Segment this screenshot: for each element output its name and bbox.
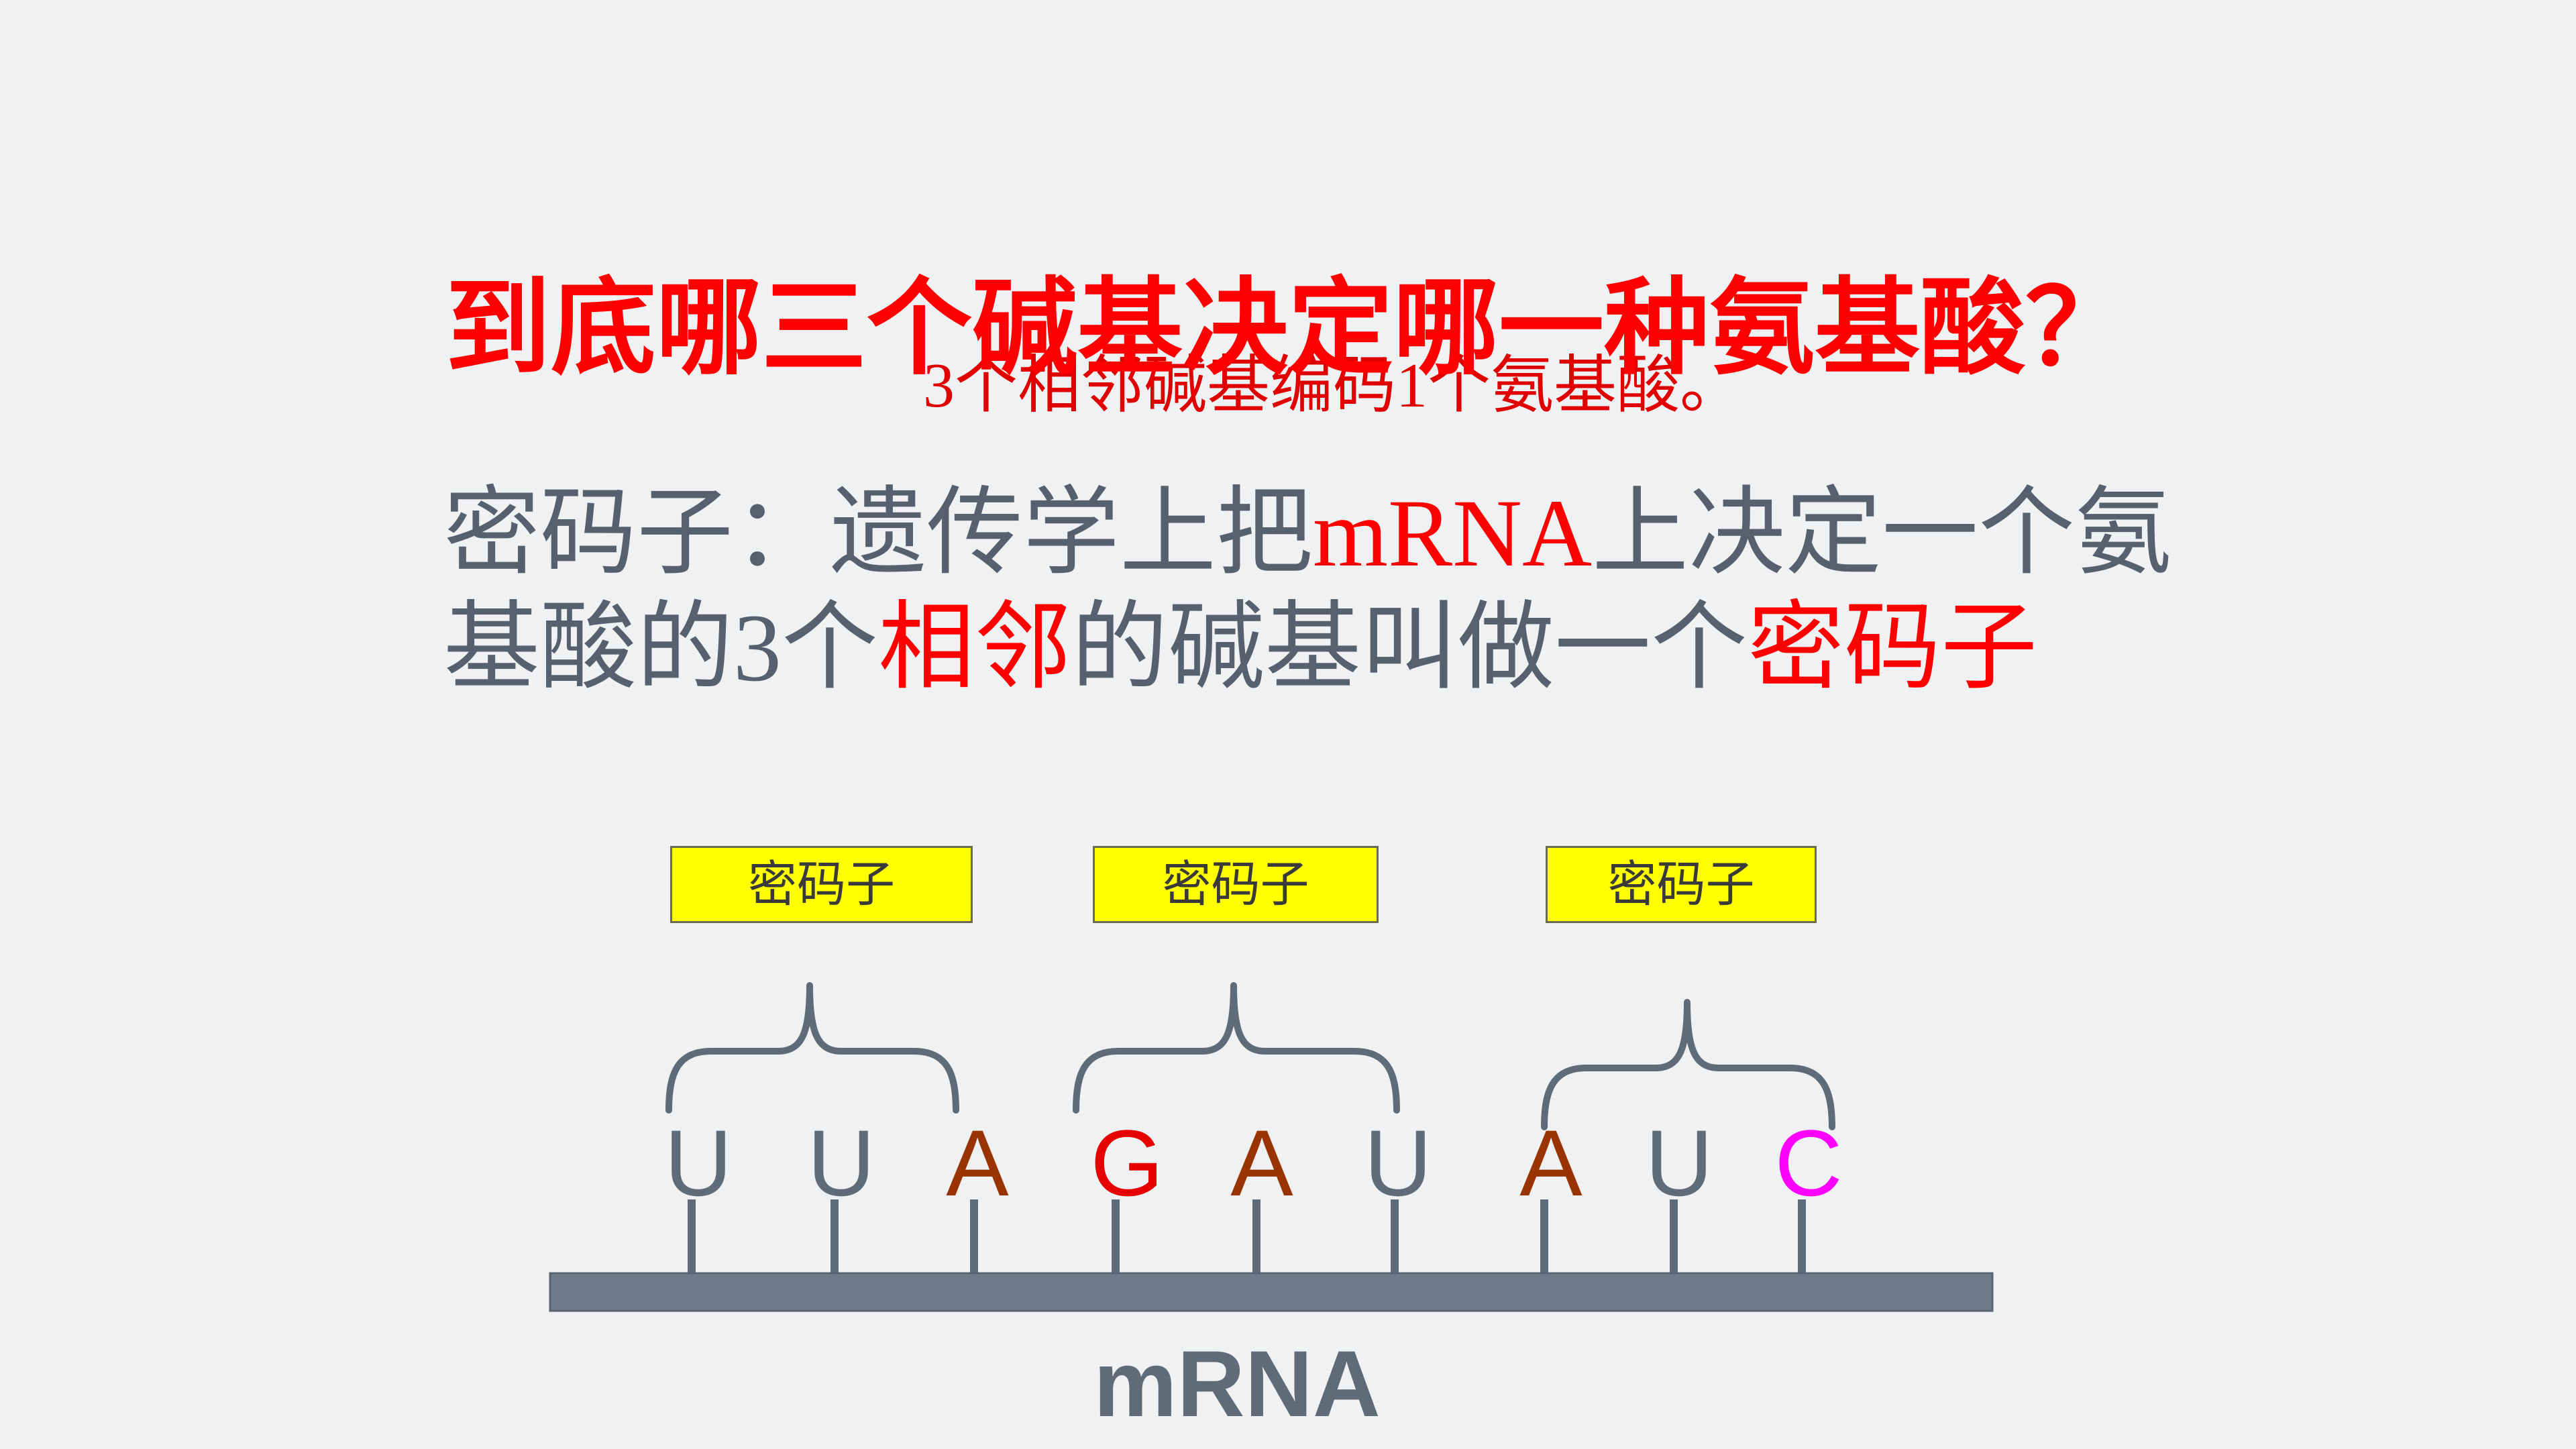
base-letter: A [946, 1110, 1009, 1216]
codon-label-box-2: 密码子 [1093, 846, 1379, 923]
base-letter: U [1364, 1110, 1432, 1216]
base-letter: C [1774, 1110, 1843, 1216]
base-letter: G [1090, 1110, 1164, 1216]
definition-highlight-codon: 密码子 [1748, 595, 2038, 702]
codon-brace-2 [1073, 982, 1400, 1114]
codon-label-box-1: 密码子 [670, 846, 973, 923]
base-letter: U [1645, 1110, 1713, 1216]
definition-text: 上决定一个氨 [1592, 480, 2172, 587]
definition-text: 密码子：遗传学上把 [443, 480, 1313, 587]
codon-label-box-3: 密码子 [1546, 846, 1817, 923]
codon-brace-3 [1541, 999, 1835, 1130]
definition-highlight-adjacent: 相邻 [878, 595, 1072, 702]
mrna-strand-bar [549, 1272, 1994, 1312]
base-letter: U [807, 1110, 875, 1216]
definition-highlight-mrna: mRNA [1313, 480, 1593, 587]
mrna-strand-label: mRNA [1093, 1331, 1381, 1436]
base-letter: U [664, 1110, 733, 1216]
subtitle-text: 3个相邻碱基编码1个氨基酸。 [923, 351, 1743, 421]
definition-text: 的碱基叫做一个 [1071, 595, 1748, 702]
definition-text: 基酸的3个 [443, 595, 879, 702]
codon-brace-1 [665, 982, 959, 1114]
codon-label: 密码子 [748, 857, 895, 912]
base-letter: A [1519, 1110, 1582, 1216]
definition-line-2: 基酸的3个相邻的碱基叫做一个密码子 [443, 600, 2037, 697]
codon-label: 密码子 [1162, 857, 1309, 912]
definition-line-1: 密码子：遗传学上把mRNA上决定一个氨 [443, 486, 2171, 582]
slide-title: 到底哪三个碱基决定哪一种氨基酸？ [445, 270, 2131, 387]
codon-label: 密码子 [1607, 857, 1755, 912]
base-letter: A [1230, 1110, 1293, 1216]
